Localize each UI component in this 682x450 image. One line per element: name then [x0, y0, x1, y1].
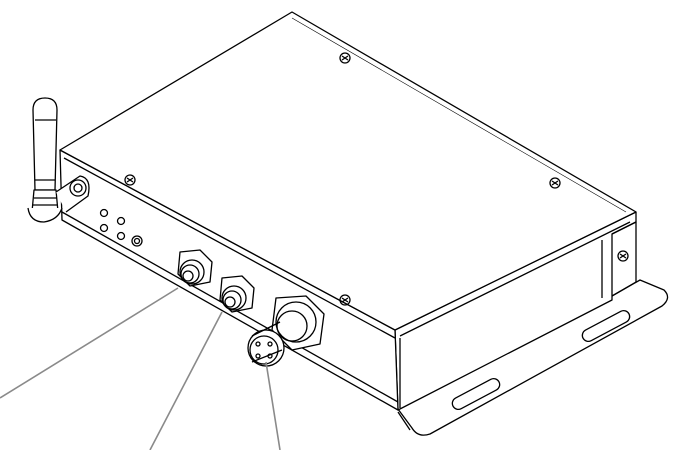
led-indicators — [99, 208, 143, 247]
screw-icon — [549, 177, 561, 189]
led-icon — [99, 223, 109, 233]
flange-slot-1 — [451, 377, 501, 411]
antenna — [27, 97, 90, 223]
button-icon — [131, 235, 143, 247]
connector-1 — [177, 249, 213, 287]
leader-line-1 — [0, 287, 179, 399]
flange-slot-2 — [581, 309, 631, 343]
led-icon — [116, 231, 126, 241]
screw-icon — [124, 174, 136, 186]
leader-line-2 — [149, 311, 223, 450]
screws — [124, 52, 629, 306]
led-icon — [116, 216, 126, 226]
screw-icon — [617, 250, 629, 262]
screw-icon — [339, 52, 351, 64]
screw-icon — [339, 294, 351, 306]
led-icon — [99, 208, 109, 218]
leader-line-3 — [265, 361, 281, 450]
mounting-flange — [394, 279, 669, 436]
leader-lines — [0, 287, 281, 450]
power-connector — [247, 295, 325, 367]
connector-2 — [219, 275, 255, 313]
